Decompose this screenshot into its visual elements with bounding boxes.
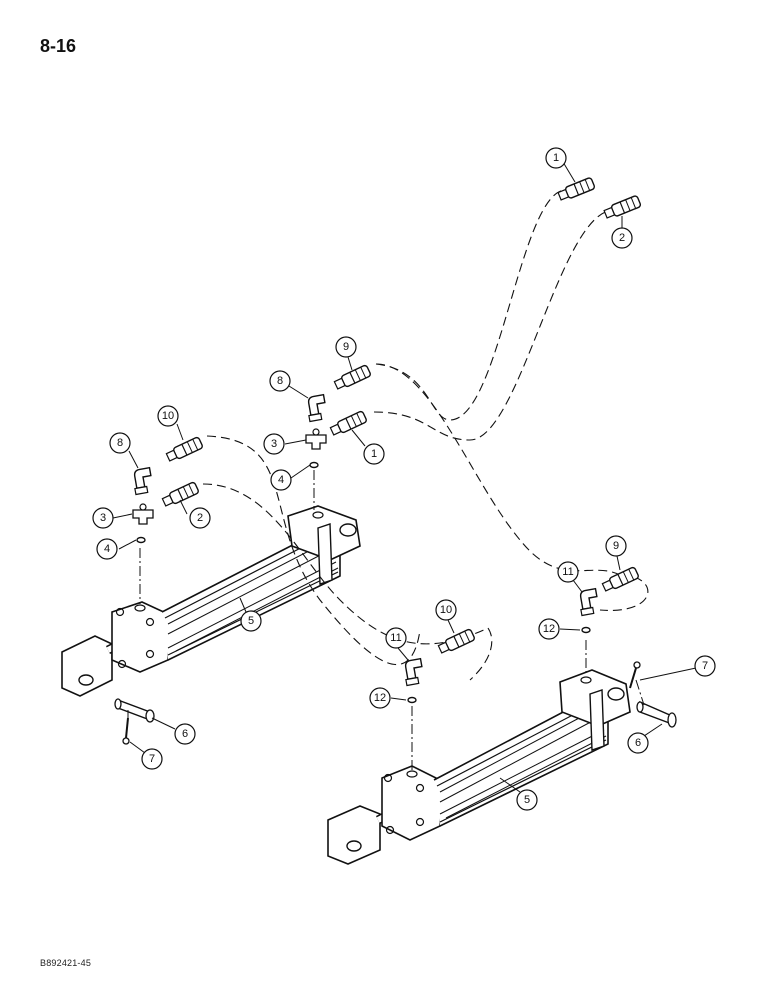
svg-text:6: 6 (182, 728, 188, 740)
callout-1-top: 1 (545, 147, 567, 169)
callout-2-top: 2 (611, 227, 633, 249)
svg-text:6: 6 (635, 737, 641, 749)
callout-10-lower: 10 (435, 599, 457, 621)
svg-text:11: 11 (562, 566, 573, 578)
svg-text:12: 12 (543, 623, 555, 635)
callout-9-middle: 9 (335, 336, 357, 358)
callout-2-left: 2 (189, 507, 211, 529)
right-clevis-pin (636, 700, 677, 728)
svg-text:3: 3 (271, 438, 277, 450)
callout-11-right: 11 (557, 561, 579, 583)
callout-8-middle: 8 (269, 370, 291, 392)
left-fittings (131, 435, 204, 544)
document-code: B892421-45 (40, 958, 92, 968)
svg-text:12: 12 (374, 692, 386, 704)
callout-5-left: 5 (240, 610, 262, 632)
svg-text:10: 10 (162, 410, 174, 422)
callout-11-lower: 11 (385, 627, 407, 649)
svg-text:8: 8 (117, 437, 123, 449)
svg-text:8: 8 (277, 375, 283, 387)
callout-3-middle: 3 (263, 433, 285, 455)
svg-text:1: 1 (553, 152, 559, 164)
callout-6-right: 6 (627, 732, 649, 754)
alignment-lines (127, 470, 645, 770)
page-number: 8-16 (40, 36, 77, 56)
svg-text:4: 4 (278, 474, 284, 486)
svg-text:7: 7 (149, 753, 155, 765)
svg-text:2: 2 (619, 232, 625, 244)
top-hose-ends (556, 176, 642, 221)
callout-8-left: 8 (109, 432, 131, 454)
callout-1-middle: 1 (363, 443, 385, 465)
callout-12-lower: 12 (369, 687, 391, 709)
callout-5-right: 5 (516, 789, 538, 811)
callout-10-left: 10 (157, 405, 179, 427)
svg-text:4: 4 (104, 543, 110, 555)
callout-7-right: 7 (694, 655, 716, 677)
svg-text:9: 9 (343, 341, 349, 353)
svg-text:9: 9 (613, 540, 619, 552)
callout-12-right: 12 (538, 618, 560, 640)
svg-text:7: 7 (702, 660, 708, 672)
svg-text:5: 5 (524, 794, 530, 806)
left-clevis-pin (114, 698, 155, 723)
svg-text:11: 11 (390, 632, 401, 644)
svg-text:1: 1 (371, 448, 377, 460)
left-cotter-pin (122, 717, 130, 745)
svg-text:5: 5 (248, 615, 254, 627)
callout-3-left: 3 (92, 507, 114, 529)
callout-7-left: 7 (141, 748, 163, 770)
middle-fittings (305, 363, 372, 469)
right-cotter-pin (629, 661, 641, 689)
svg-text:3: 3 (100, 512, 106, 524)
right-cylinder (327, 669, 631, 865)
hoses (202, 189, 649, 681)
callout-4-left: 4 (96, 538, 118, 560)
callout-9-right: 9 (605, 535, 627, 557)
svg-text:10: 10 (440, 604, 452, 616)
svg-text:2: 2 (197, 512, 203, 524)
callout-4-middle: 4 (270, 469, 292, 491)
callouts: 1 2 9 8 3 4 1 10 8 3 2 4 5 6 7 11 9 12 1… (92, 147, 716, 811)
callout-6-left: 6 (174, 723, 196, 745)
left-cylinder (61, 505, 361, 697)
